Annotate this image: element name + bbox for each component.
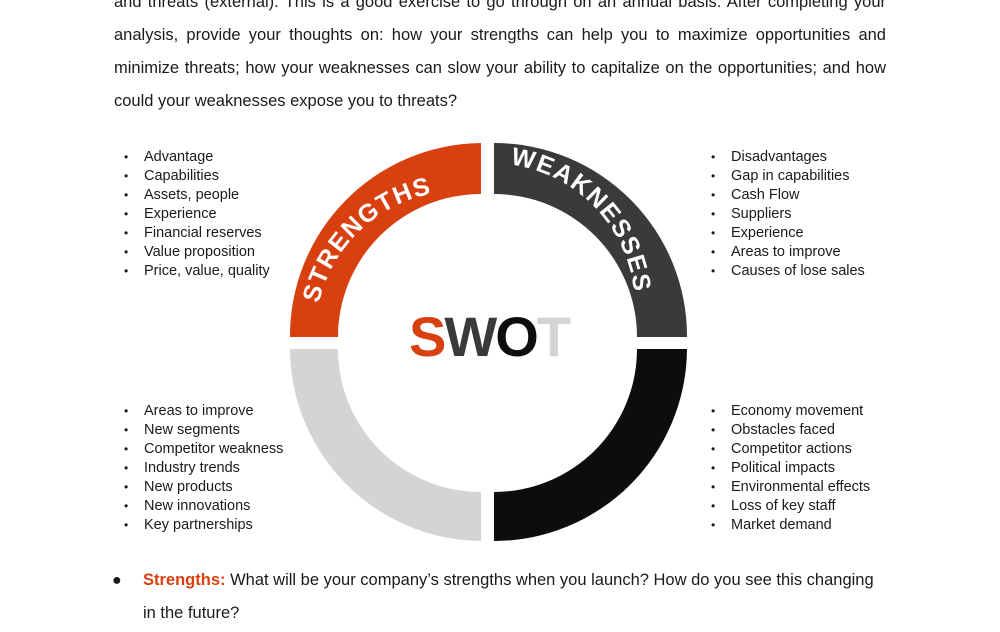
list-item: New segments <box>124 421 283 440</box>
weaknesses-segment <box>494 143 688 337</box>
strengths-label: STRENGTHS <box>280 153 444 315</box>
weaknesses-list: DisadvantagesGap in capabilitiesCash Flo… <box>711 148 865 281</box>
list-item: Advantage <box>124 148 270 167</box>
swot-diagram: STRENGTHS WEAKNESSES OPPORTUNITIES THREA… <box>280 138 688 541</box>
list-item: Price, value, quality <box>124 262 270 281</box>
strengths-heading: Strengths: <box>143 571 226 589</box>
list-item: Political impacts <box>711 459 870 478</box>
list-item: Areas to improve <box>124 402 283 421</box>
list-item: Key partnerships <box>124 516 283 535</box>
strengths-list: AdvantageCapabilitiesAssets, peopleExper… <box>124 148 270 281</box>
strengths-question: What will be your company’s strengths wh… <box>143 571 874 622</box>
list-item: Assets, people <box>124 186 270 205</box>
list-item: Market demand <box>711 516 870 535</box>
list-item: New innovations <box>124 497 283 516</box>
bullet-icon: ● <box>112 572 122 589</box>
swot-center-word: SWOT <box>409 305 571 368</box>
threats-list: Economy movementObstacles facedCompetito… <box>711 402 870 535</box>
list-item: Experience <box>711 224 865 243</box>
list-item: Obstacles faced <box>711 421 870 440</box>
list-item: Industry trends <box>124 459 283 478</box>
threats-segment <box>494 349 687 541</box>
strengths-segment <box>289 143 481 337</box>
list-item: Experience <box>124 205 270 224</box>
list-item: Gap in capabilities <box>711 167 865 186</box>
strengths-question-item: ● Strengths: What will be your company’s… <box>112 564 886 630</box>
list-item: Causes of lose sales <box>711 262 865 281</box>
list-item: Financial reserves <box>124 224 270 243</box>
intro-paragraph: and threats (external). This is a good e… <box>114 0 886 110</box>
opportunities-segment <box>290 349 481 541</box>
swot-letter-s: S <box>409 305 445 368</box>
list-item: Loss of key staff <box>711 497 870 516</box>
list-item: Economy movement <box>711 402 870 421</box>
swot-letter-t: T <box>537 305 571 368</box>
swot-letter-w: W <box>444 305 497 368</box>
list-item: Competitor weakness <box>124 440 283 459</box>
list-item: New products <box>124 478 283 497</box>
list-item: Value proposition <box>124 243 270 262</box>
list-item: Cash Flow <box>711 186 865 205</box>
list-item: Environmental effects <box>711 478 870 497</box>
list-item: Capabilities <box>124 167 270 186</box>
list-item: Competitor actions <box>711 440 870 459</box>
list-item: Suppliers <box>711 205 865 224</box>
list-item: Areas to improve <box>711 243 865 262</box>
swot-letter-o: O <box>495 305 537 368</box>
list-item: Disadvantages <box>711 148 865 167</box>
opportunities-list: Areas to improveNew segmentsCompetitor w… <box>124 402 283 535</box>
